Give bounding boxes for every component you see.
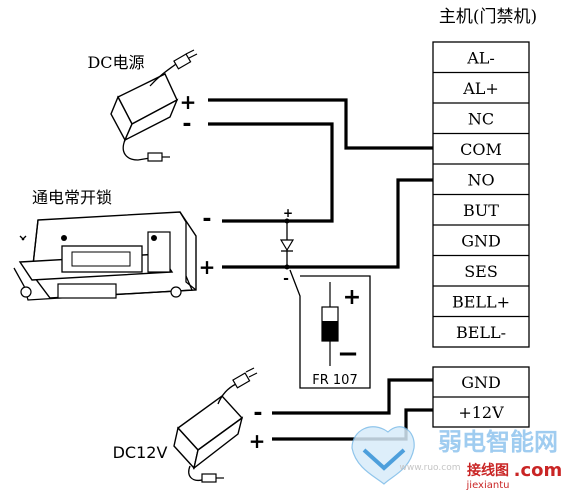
- lock-label: 通电常开锁: [32, 188, 112, 207]
- dc-power-label: DC电源: [87, 53, 144, 72]
- power-terminal-12v: +12V: [458, 403, 504, 422]
- lock-plus: +: [199, 255, 216, 279]
- electric-lock: [13, 211, 197, 301]
- dc12v-label: DC12V: [113, 443, 168, 462]
- dc12v-minus: -: [253, 401, 262, 426]
- terminal-label: AL-: [466, 48, 495, 67]
- terminal-label: BUT: [463, 201, 499, 220]
- dc12v-adapter: [173, 367, 258, 483]
- terminal-label: SES: [464, 262, 498, 281]
- wire-lock-plus-to-no: [222, 178, 433, 269]
- watermark-com: .com: [514, 460, 563, 481]
- diode-callout: [289, 269, 371, 389]
- watermark-badge: 接线图: [467, 462, 509, 479]
- terminal-label: AL+: [462, 79, 499, 98]
- svg-text:+: +: [283, 206, 293, 220]
- terminal-label: COM: [460, 140, 502, 159]
- terminal-label: NO: [467, 170, 494, 189]
- dc-power-minus: -: [182, 112, 191, 137]
- terminal-label: NC: [468, 109, 494, 128]
- power-terminal-block: GND +12V: [432, 366, 530, 428]
- controller-title: 主机(门禁机): [439, 7, 537, 27]
- dc-power-adapter: [110, 49, 198, 162]
- wire-dc12v-minus-to-gnd: [272, 378, 433, 415]
- dc-power-plus: +: [180, 90, 197, 114]
- wire-dc12v-plus-to-12v: [272, 408, 433, 441]
- diode-callout-minus: −: [337, 339, 359, 369]
- watermark-site-name: 弱电智能网: [438, 428, 558, 456]
- terminal-label: BELL-: [456, 323, 506, 342]
- flyback-diode: + -: [279, 206, 295, 287]
- lock-minus: -: [202, 207, 211, 232]
- watermark-subdomain: jiexiantu: [466, 480, 510, 490]
- diode-part-label: FR 107: [312, 373, 357, 388]
- terminal-label: GND: [461, 231, 501, 250]
- diode-callout-plus: +: [343, 285, 361, 310]
- watermark: 弱电智能网 接线图 .com jiexiantu www.ruo.com: [351, 426, 563, 491]
- svg-text:-: -: [283, 271, 289, 287]
- dc12v-plus: +: [249, 429, 266, 453]
- wire-dc-plus-to-com: [208, 98, 433, 150]
- power-terminal-gnd: GND: [461, 373, 501, 392]
- terminal-label: BELL+: [452, 292, 510, 311]
- watermark-url: www.ruo.com: [400, 463, 461, 473]
- wire-dc-minus-to-lock-minus: [208, 122, 334, 223]
- controller-terminal-block: AL- AL+ NC COM NO BUT GND SES BELL+ BELL-: [432, 41, 530, 348]
